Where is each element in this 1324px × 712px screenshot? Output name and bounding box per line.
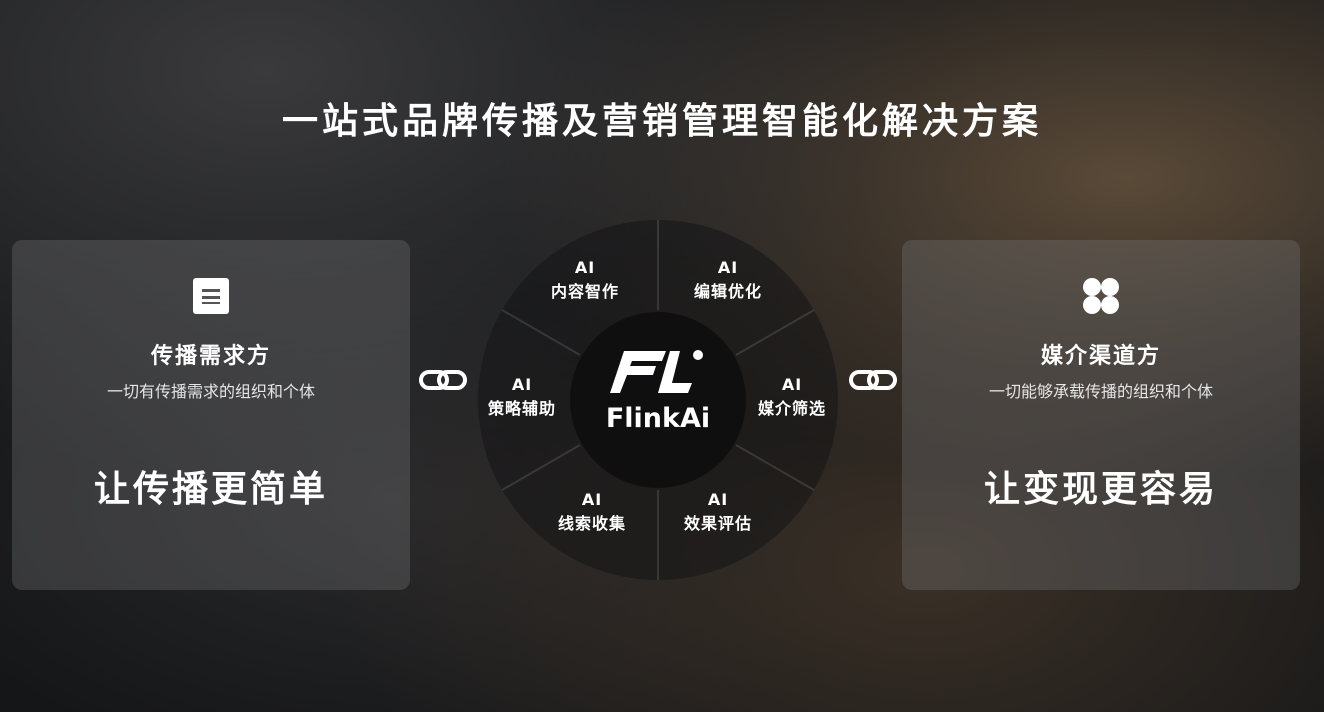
card-slogan: 让传播更简单 <box>93 469 328 510</box>
page-title: 一站式品牌传播及营销管理智能化解决方案 <box>281 101 1042 142</box>
media-side-card: 媒介渠道方 一切能够承载传播的组织和个体 让变现更容易 <box>902 240 1300 590</box>
flinkai-logo: FlinkAi <box>598 345 718 434</box>
document-icon <box>191 276 231 316</box>
fl-logo-icon <box>610 350 703 393</box>
card-slogan: 让变现更容易 <box>983 469 1218 510</box>
demand-side-card: 传播需求方 一切有传播需求的组织和个体 让传播更简单 <box>12 240 410 590</box>
card-name: 媒介渠道方 <box>1040 344 1161 369</box>
card-desc: 一切能够承载传播的组织和个体 <box>988 382 1213 401</box>
link-icon <box>419 370 467 390</box>
card-name: 传播需求方 <box>150 344 271 369</box>
card-desc: 一切有传播需求的组织和个体 <box>106 382 315 401</box>
logo-text: FlinkAi <box>605 403 711 434</box>
link-icon <box>849 370 897 390</box>
four-petal-icon <box>1081 276 1121 316</box>
